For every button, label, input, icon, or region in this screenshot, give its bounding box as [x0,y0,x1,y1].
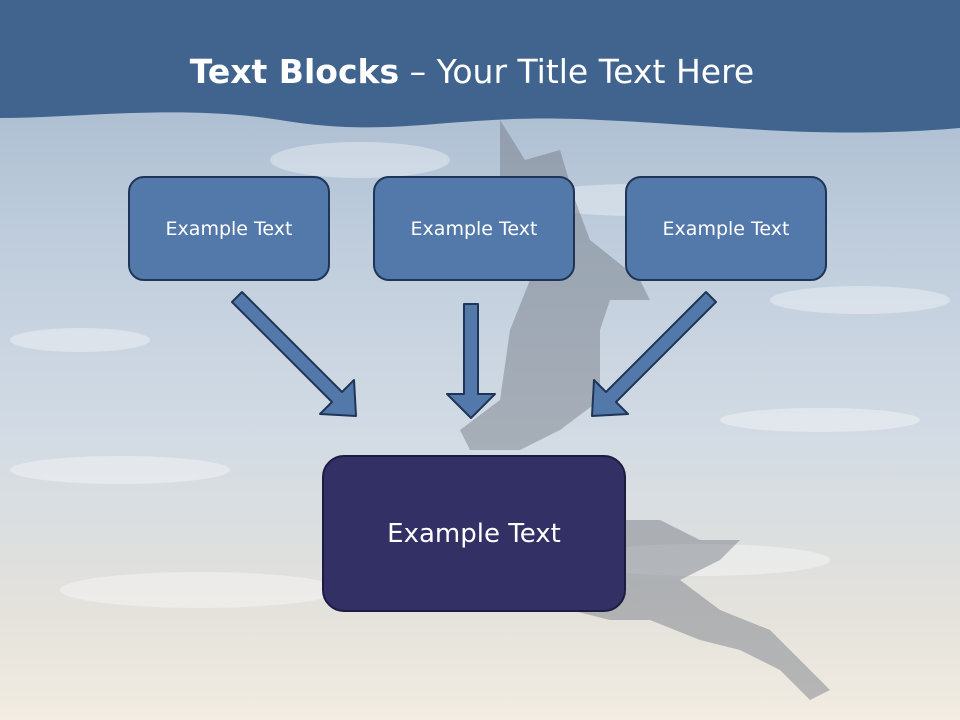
top-box-left: Example Text [128,176,330,281]
top-box-right-label: Example Text [662,217,790,240]
title-bold-part: Text Blocks [189,52,400,91]
top-box-left-label: Example Text [165,217,293,240]
slide-title: Text Blocks – Your Title Text Here [0,52,944,91]
bottom-box-label: Example Text [387,518,561,549]
top-box-right: Example Text [625,176,827,281]
bottom-box: Example Text [322,455,626,612]
header-band [0,0,960,133]
cloud-texture [10,142,950,608]
arrow-left-diagonal [231,291,357,417]
title-rest: Your Title Text Here [436,52,755,91]
top-box-center-label: Example Text [410,217,538,240]
arrow-center-down [446,303,496,419]
top-box-center: Example Text [373,176,575,281]
arrow-right-diagonal [591,291,717,417]
title-dash: – [399,52,437,91]
